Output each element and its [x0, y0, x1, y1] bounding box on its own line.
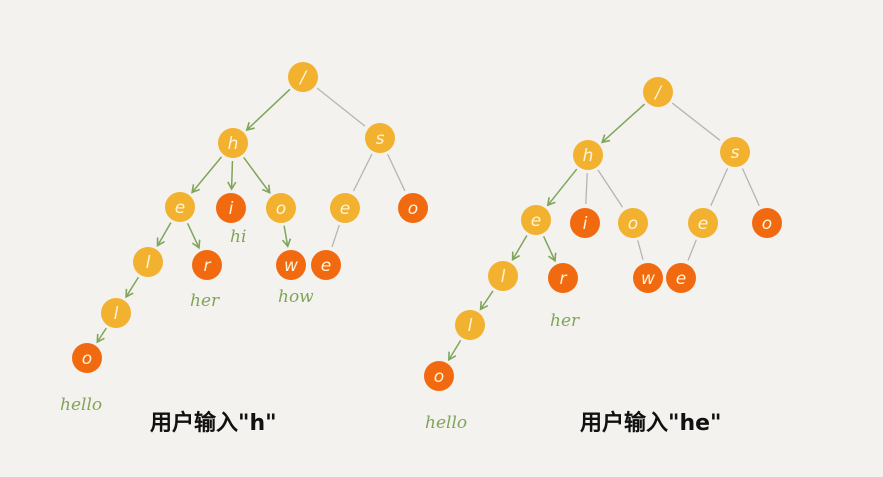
node-r — [548, 263, 578, 293]
word-label-hello: hello — [425, 413, 467, 433]
edge-arrow-e-r — [542, 236, 557, 263]
node-label-l2: l — [468, 316, 473, 336]
node-label-so: o — [762, 214, 772, 234]
edge-s-so — [387, 154, 406, 192]
edge-h-o — [597, 169, 624, 208]
edge-arrow-h-e — [546, 168, 578, 207]
node-label-root: / — [653, 83, 663, 103]
node-label-i: i — [229, 199, 234, 219]
edge-arrow-e-l1 — [511, 235, 528, 262]
node-label-so: o — [408, 199, 418, 219]
edge-arrow-root-h — [245, 88, 291, 132]
node-l1 — [133, 247, 163, 277]
edge-arrow-h-i — [227, 160, 237, 191]
edge-arrow-l1-l2 — [125, 276, 140, 299]
edge-se-see — [687, 239, 697, 261]
node-i — [570, 208, 600, 238]
node-label-s: s — [731, 143, 740, 163]
node-label-se: e — [340, 199, 350, 219]
node-label-see: e — [321, 256, 331, 276]
word-label-hi: hi — [230, 227, 246, 247]
node-label-lo: o — [82, 349, 92, 369]
right-trie: / h s e i o e o l r w e l o hello her — [424, 77, 782, 433]
node-root — [288, 62, 318, 92]
node-s — [365, 123, 395, 153]
node-see — [311, 250, 341, 280]
edge-arrow-root-h — [600, 103, 646, 144]
node-label-o: o — [628, 214, 638, 234]
node-l2 — [455, 310, 485, 340]
node-se — [330, 193, 360, 223]
node-root — [643, 77, 673, 107]
node-label-l2: l — [114, 304, 119, 324]
word-label-her: her — [550, 311, 580, 331]
node-label-e: e — [175, 198, 185, 218]
edge-arrow-h-e — [191, 156, 223, 194]
node-so — [752, 208, 782, 238]
edge-arrow-o-w — [281, 225, 292, 248]
edge-arrow-e-r — [186, 223, 201, 250]
node-label-w: w — [284, 256, 298, 276]
edge-arrow-e-l1 — [156, 222, 172, 247]
edge-se-see — [331, 224, 340, 248]
node-l2 — [101, 298, 131, 328]
edge-o-w — [637, 240, 644, 260]
node-label-r: r — [560, 269, 568, 289]
node-label-e: e — [531, 211, 541, 231]
edge-root-s — [316, 87, 366, 127]
node-h — [218, 128, 248, 158]
node-e — [521, 205, 551, 235]
node-e — [165, 192, 195, 222]
node-o — [618, 208, 648, 238]
node-w — [276, 250, 306, 280]
node-label-l1: l — [146, 253, 151, 273]
node-label-h: h — [228, 134, 239, 154]
node-label-w: w — [641, 269, 655, 289]
right-caption: 用户输入"he" — [580, 410, 722, 436]
node-o — [266, 193, 296, 223]
edge-root-s — [671, 102, 721, 141]
edge-s-so — [741, 168, 760, 206]
node-label-i: i — [583, 214, 588, 234]
node-label-o: o — [276, 199, 286, 219]
node-label-root: / — [298, 68, 308, 88]
edge-arrow-l1-l2 — [479, 290, 494, 311]
node-i — [216, 193, 246, 223]
word-label-how: how — [278, 287, 314, 307]
edge-arrow-l2-lo — [448, 339, 462, 362]
node-label-s: s — [376, 129, 385, 149]
edge-arrow-h-o — [243, 157, 271, 195]
left-trie: / h s e i o e o l r w e l o hello hi her how — [60, 62, 428, 415]
node-s — [720, 137, 750, 167]
node-lo — [424, 361, 454, 391]
node-label-lo: o — [434, 367, 444, 387]
node-w — [633, 263, 663, 293]
node-see — [666, 263, 696, 293]
node-label-se: e — [698, 214, 708, 234]
node-r — [192, 250, 222, 280]
node-l1 — [488, 261, 518, 291]
left-caption: 用户输入"h" — [150, 410, 277, 436]
node-label-l1: l — [501, 267, 506, 287]
edge-arrow-l2-lo — [96, 327, 107, 344]
edge-s-se — [352, 153, 373, 192]
node-so — [398, 193, 428, 223]
node-label-h: h — [583, 146, 594, 166]
edge-s-se — [710, 168, 729, 206]
node-se — [688, 208, 718, 238]
node-label-see: e — [676, 269, 686, 289]
node-label-r: r — [204, 256, 212, 276]
edge-h-i — [585, 172, 588, 205]
node-lo — [72, 343, 102, 373]
node-h — [573, 140, 603, 170]
word-label-her: her — [190, 291, 220, 311]
word-label-hello: hello — [60, 395, 102, 415]
